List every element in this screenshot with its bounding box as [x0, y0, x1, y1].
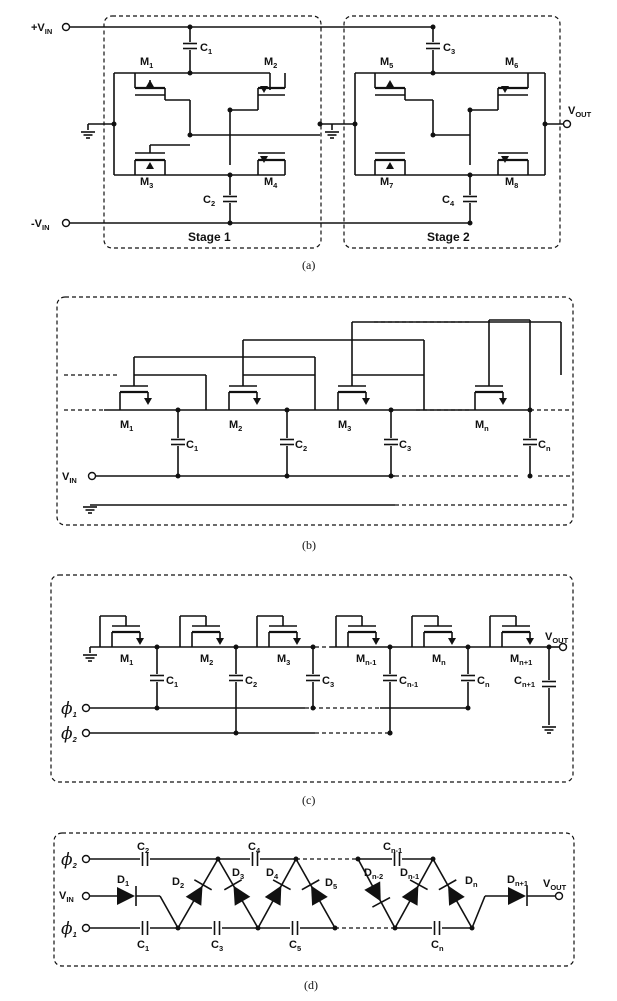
diode-n — [438, 879, 465, 906]
stage2-label: Stage 2 — [427, 230, 470, 244]
capacitor-label-cn: Cn — [538, 439, 551, 453]
capacitor-label-c1: C1 — [137, 939, 149, 953]
caption-d: (d) — [304, 978, 318, 992]
transistor-label-m1: M1 — [140, 56, 153, 70]
transistor-label-m6: M6 — [505, 56, 518, 70]
transistor-label-mn: Mn — [475, 419, 489, 433]
diode-label-d1: D1 — [117, 874, 129, 888]
diode-3 — [223, 879, 251, 906]
phi2-label-c: ϕ2 — [61, 724, 78, 744]
transistor-label-m4: M4 — [264, 176, 278, 190]
vin-pos-terminal — [61, 22, 71, 32]
phi2-label-d: ϕ2 — [61, 850, 78, 870]
phi1-label-d: ϕ1 — [61, 919, 77, 939]
vout-label-a: VOUT — [568, 105, 592, 119]
vout-terminal-c — [558, 642, 568, 652]
transistor-label-m2: M2 — [200, 653, 213, 667]
diode-label-d5: D5 — [325, 877, 337, 891]
transistor-label-m2: M2 — [264, 56, 277, 70]
transistor-label-mn-1: Mn-1 — [356, 653, 376, 667]
capacitor-label-c3: C3 — [399, 439, 411, 453]
vin-label-d: VIN — [59, 890, 74, 904]
capacitor-label-c2: C2 — [203, 194, 215, 208]
diode-label-dn+1: Dn+1 — [507, 874, 528, 888]
vout-label-d: VOUT — [543, 878, 567, 892]
capacitor-label-cn: Cn — [431, 939, 444, 953]
transistor-label-m1: M1 — [120, 653, 133, 667]
vout-terminal-a — [562, 119, 572, 129]
transistor-label-m7: M7 — [380, 176, 393, 190]
capacitor-label-cn-1: Cn-1 — [383, 841, 402, 855]
panel-d-box — [53, 832, 575, 967]
stage1-label: Stage 1 — [188, 230, 231, 244]
transistor-label-m3: M3 — [277, 653, 290, 667]
panel-c-box — [50, 574, 574, 783]
capacitor-label-c2: C2 — [137, 841, 149, 855]
panel-b-box — [56, 296, 574, 526]
vin-label-b: VIN — [62, 471, 77, 485]
capacitor-label-c3: C3 — [211, 939, 223, 953]
vin-pos-label: +VIN — [31, 22, 52, 36]
capacitor-label-c4: C4 — [442, 194, 455, 208]
diode-n-2 — [364, 881, 391, 908]
caption-c: (c) — [302, 793, 315, 807]
stage1-box — [103, 15, 322, 249]
transistor-label-m8: M8 — [505, 176, 518, 190]
vin-terminal-b — [87, 471, 97, 481]
capacitor-label-c5: C5 — [289, 939, 301, 953]
capacitor-label-c3: C3 — [322, 675, 334, 689]
capacitor-label-c4: C4 — [248, 841, 261, 855]
caption-a: (a) — [302, 258, 315, 272]
capacitor-label-c1: C1 — [166, 675, 178, 689]
diode-label-d3: D3 — [232, 867, 244, 881]
diode-label-d4: D4 — [266, 867, 279, 881]
capacitor-label-c3: C3 — [443, 42, 455, 56]
vin-neg-label: -VIN — [31, 218, 50, 232]
panel-c-stage-n-1: Mn-1Cn-1 — [335, 615, 418, 736]
capacitor-label-cn-1: Cn-1 — [399, 675, 418, 689]
capacitor-label-c1: C1 — [186, 439, 198, 453]
diode-label-dn-1: Dn-1 — [400, 867, 419, 881]
transistor-label-m3: M3 — [338, 419, 351, 433]
diode-n-1 — [401, 879, 428, 906]
diode-label-d2: D2 — [172, 876, 184, 890]
stage2-box — [343, 15, 561, 249]
transistor-label-mn: Mn — [432, 653, 446, 667]
vin-neg-terminal — [61, 218, 71, 228]
vout-terminal-d — [554, 891, 564, 901]
diode-label-dn-2: Dn-2 — [364, 867, 383, 881]
diode-4 — [264, 879, 291, 906]
transistor-label-m5: M5 — [380, 56, 393, 70]
caption-b: (b) — [302, 538, 316, 552]
vout-label-c: VOUT — [545, 631, 569, 645]
capacitor-label-c1: C1 — [200, 42, 212, 56]
transistor-label-m2: M2 — [229, 419, 242, 433]
capacitor-label-c2: C2 — [245, 675, 257, 689]
diode-2 — [185, 879, 213, 906]
panel-c-stage-n+1: Mn+1 — [489, 615, 534, 667]
transistor-label-mn+1: Mn+1 — [510, 653, 532, 667]
capacitor-label-c2: C2 — [295, 439, 307, 453]
diode-label-dn: Dn — [465, 875, 478, 889]
phi1-label-c: ϕ1 — [61, 699, 77, 719]
diode-5 — [301, 879, 328, 906]
transistor-label-m1: M1 — [120, 419, 133, 433]
capacitor-label-cn: Cn — [477, 675, 490, 689]
transistor-label-m3: M3 — [140, 176, 153, 190]
capacitor-label-cn+1: Cn+1 — [514, 675, 535, 689]
